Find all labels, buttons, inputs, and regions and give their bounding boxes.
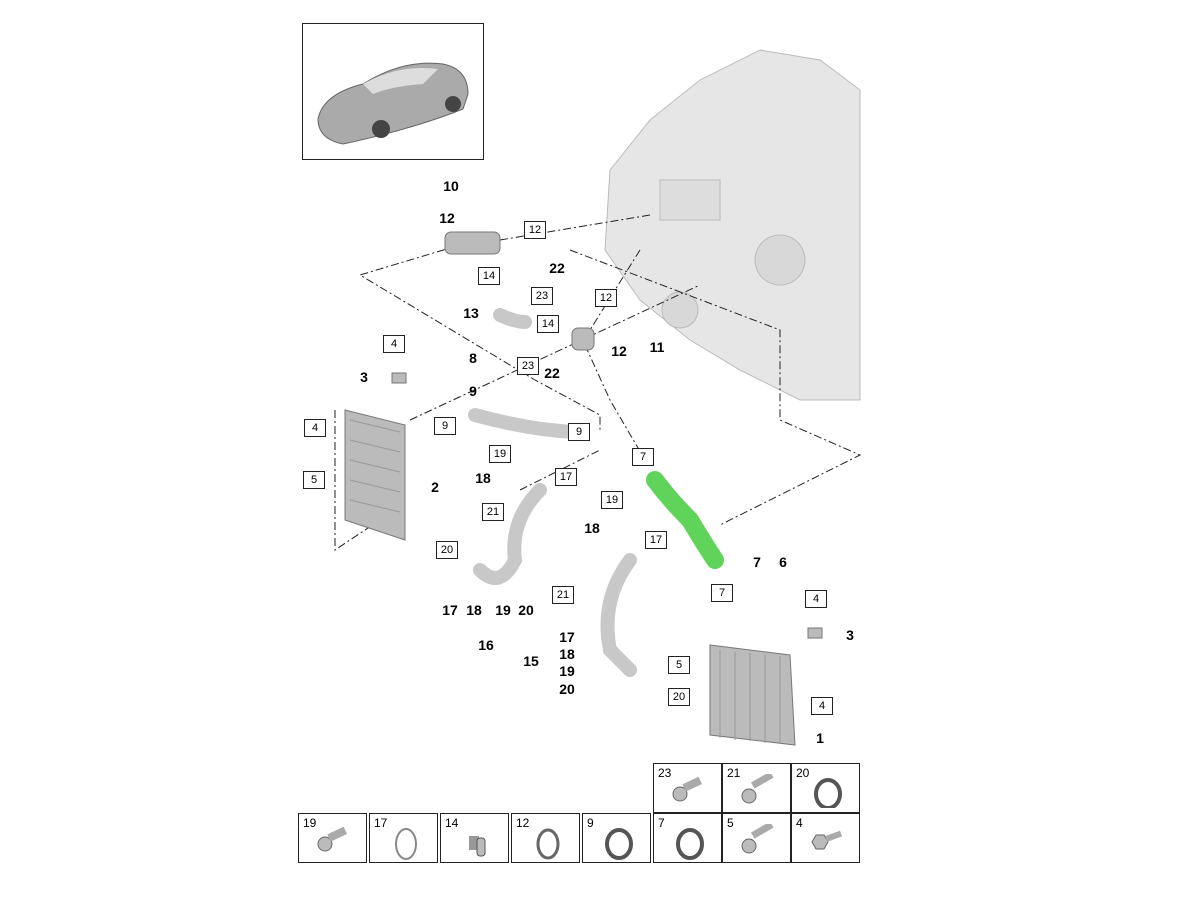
- callout-15: 15: [523, 653, 539, 669]
- callout-20: 20: [559, 681, 575, 697]
- callout-10: 10: [443, 178, 459, 194]
- callout-21: 21: [552, 586, 574, 604]
- hose-clamp-icon: [676, 828, 704, 860]
- part-cell-7[interactable]: 7: [653, 813, 722, 863]
- callout-7: 7: [632, 448, 654, 466]
- callout-12: 12: [595, 289, 617, 307]
- callout-17: 17: [559, 629, 575, 645]
- callout-3: 3: [846, 627, 854, 643]
- callout-17: 17: [645, 531, 667, 549]
- callout-19: 19: [559, 663, 575, 679]
- callout-7: 7: [753, 554, 761, 570]
- callout-3: 3: [360, 369, 368, 385]
- part-cell-12[interactable]: 12: [511, 813, 580, 863]
- callout-12: 12: [439, 210, 455, 226]
- callout-19: 19: [495, 602, 511, 618]
- callout-17: 17: [442, 602, 458, 618]
- o-ring-icon: [395, 828, 417, 860]
- callout-14: 14: [537, 315, 559, 333]
- part-cell-14[interactable]: 14: [440, 813, 509, 863]
- callout-9: 9: [434, 417, 456, 435]
- bolt-icon: [741, 824, 774, 854]
- part-cell-23[interactable]: 23: [653, 763, 722, 813]
- callout-1: 1: [816, 730, 824, 746]
- callout-12: 12: [611, 343, 627, 359]
- hex-bolt-icon: [811, 830, 843, 850]
- part-cell-21[interactable]: 21: [722, 763, 791, 813]
- hose-clamp-icon: [605, 828, 633, 860]
- callout-22: 22: [544, 365, 560, 381]
- callout-5: 5: [668, 656, 690, 674]
- callout-20: 20: [518, 602, 534, 618]
- callout-12: 12: [524, 221, 546, 239]
- intercooler-right: [709, 644, 796, 746]
- callout-14: 14: [478, 267, 500, 285]
- part-cell-9[interactable]: 9: [582, 813, 651, 863]
- callout-18: 18: [559, 646, 575, 662]
- callout-18: 18: [584, 520, 600, 536]
- callout-5: 5: [303, 471, 325, 489]
- part-cell-4[interactable]: 4: [791, 813, 860, 863]
- callout-9: 9: [469, 383, 477, 399]
- callout-9: 9: [568, 423, 590, 441]
- part-cell-17[interactable]: 17: [369, 813, 438, 863]
- callout-19: 19: [601, 491, 623, 509]
- callout-18: 18: [466, 602, 482, 618]
- highlighted-hose: [646, 471, 724, 569]
- callout-20: 20: [668, 688, 690, 706]
- callout-11: 11: [649, 339, 665, 355]
- part-cell-19[interactable]: 19: [298, 813, 367, 863]
- callout-8: 8: [469, 350, 477, 366]
- callout-23: 23: [517, 357, 539, 375]
- intercooler-left: [344, 409, 406, 541]
- clip-icon: [469, 836, 486, 857]
- connectors: [391, 231, 823, 639]
- screw-icon: [672, 776, 703, 802]
- callout-4: 4: [805, 590, 827, 608]
- callout-2: 2: [431, 479, 439, 495]
- callout-16: 16: [478, 637, 494, 653]
- callout-20: 20: [436, 541, 458, 559]
- bolt-icon: [741, 774, 774, 804]
- seal-ring-icon: [536, 828, 560, 860]
- callout-4: 4: [811, 697, 833, 715]
- callout-7: 7: [711, 584, 733, 602]
- part-cell-5[interactable]: 5: [722, 813, 791, 863]
- callout-17: 17: [555, 468, 577, 486]
- callout-23: 23: [531, 287, 553, 305]
- hose-clamp-icon: [814, 778, 842, 808]
- callout-4: 4: [383, 335, 405, 353]
- charge-pipes: [468, 308, 637, 677]
- callout-6: 6: [779, 554, 787, 570]
- engine-illustration: [604, 49, 861, 401]
- car-icon: [317, 62, 469, 145]
- callout-13: 13: [463, 305, 479, 321]
- callout-19: 19: [489, 445, 511, 463]
- part-cell-20[interactable]: 20: [791, 763, 860, 813]
- screw-icon: [317, 826, 348, 852]
- callout-21: 21: [482, 503, 504, 521]
- vehicle-thumbnail: [302, 23, 484, 160]
- callout-22: 22: [549, 260, 565, 276]
- callout-4: 4: [304, 419, 326, 437]
- callout-18: 18: [475, 470, 491, 486]
